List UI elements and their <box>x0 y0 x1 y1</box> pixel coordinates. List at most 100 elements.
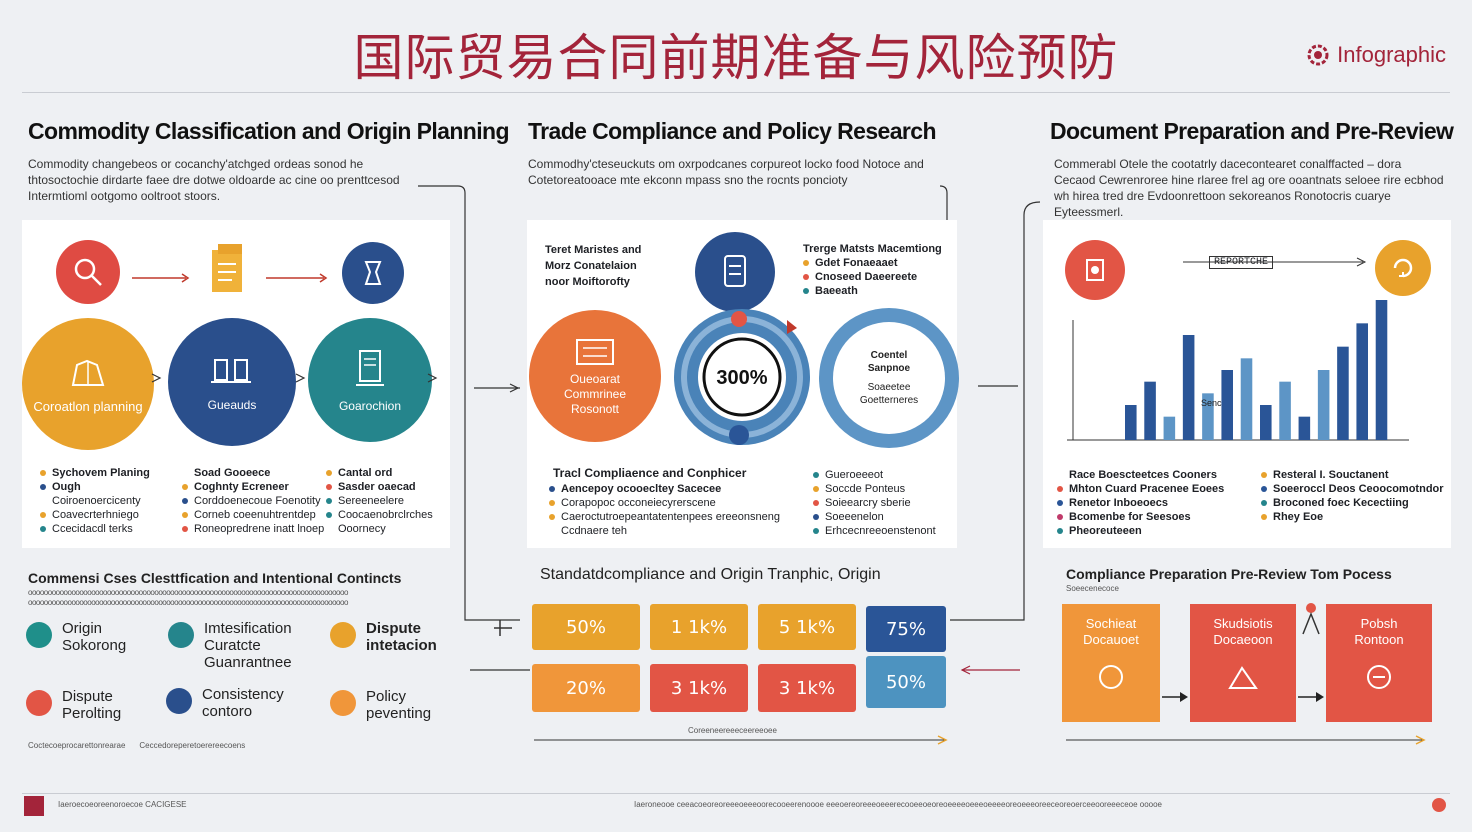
footer-divider <box>22 793 1450 794</box>
list-item: Soieearcry sberie <box>813 496 936 510</box>
inspection-icon <box>342 242 404 304</box>
bullet-group-guard: Soad Gooeece Coghnty Ecreneer Corddoenec… <box>182 466 324 536</box>
compliance-circle: Oueoarat Commrinee Rosonott <box>529 310 661 442</box>
list-item: Cnoseed Daeereete <box>803 270 942 284</box>
right-sub-caption: Soeecenecoce <box>1066 584 1119 593</box>
legend-dispute: Dispute intetacion <box>330 620 446 654</box>
list-item: Caeroctutroepeantatentenpees ereeonsneng <box>549 510 780 524</box>
list-item: Erhcecnreeoenstenont <box>813 524 936 538</box>
list-item: Bcomenbe for Seesoes <box>1057 510 1224 524</box>
middle-panel: Teret Maristes and Morz Conatelaion noor… <box>527 220 959 548</box>
brand-name: Infographic <box>1337 42 1446 67</box>
stat-box: 1 1k% <box>650 604 748 650</box>
list-item: Cantal ord <box>326 466 433 480</box>
guard-circle-label: Gueauds <box>207 398 257 412</box>
stat-box: 20% <box>532 664 640 712</box>
list-item: Soeeenelon <box>813 510 936 524</box>
guard-circle: Gueauds <box>168 318 296 446</box>
chart-bar <box>1221 370 1233 440</box>
left-sub-caption-2: oooooooooooooooooooooooooooooooooooooooo… <box>28 598 348 607</box>
list-item: Ccecidacdl terks <box>40 522 150 536</box>
chart-bar <box>1337 346 1349 440</box>
list-item: Gueroeeeot <box>813 468 936 482</box>
document-icon <box>1065 240 1125 300</box>
left-panel: Coroatlon planning Gueauds Goarochion Sy… <box>22 220 450 548</box>
list-item: Sasder oaecad <box>326 480 433 494</box>
chart-bar <box>1144 381 1156 440</box>
target-markets-block: Teret Maristes and Morz Conatelaion noor… <box>545 244 642 288</box>
stat-box: 3 1k% <box>650 664 748 712</box>
list-item: Mhton Cuard Pracenee Eoees <box>1057 482 1224 496</box>
arrow-icon <box>151 373 162 383</box>
chart-bar <box>1260 405 1272 440</box>
chart-bar <box>1202 393 1214 440</box>
left-sub-caption: oooooooooooooooooooooooooooooooooooooooo… <box>28 588 348 597</box>
guarantee-circle: Goarochion <box>308 318 432 442</box>
chart-bar <box>1375 300 1388 440</box>
refresh-icon <box>1375 240 1431 296</box>
arrow-icon <box>295 373 306 383</box>
bar-series <box>1125 300 1388 440</box>
legend-origin: Origin Sokorong <box>26 620 152 654</box>
process-step: Sochieat Docauoet <box>1062 604 1160 722</box>
compliance-bullet-title: Tracl Compliaence and Conphicer <box>553 466 747 480</box>
arrow-icon <box>1298 692 1324 702</box>
process-step: Pobsh Rontoon <box>1326 604 1432 722</box>
right-bullets-right: Resteral I. Souctanent Soeeroccl Deos Ce… <box>1261 468 1444 524</box>
list-item: Resteral I. Souctanent <box>1261 468 1444 482</box>
right-bullets-left: Race Boescteetces Cooners Mhton Cuard Pr… <box>1057 468 1224 538</box>
dispute-reporting-icon <box>26 690 52 716</box>
planning-circle-label: Coroatlon planning <box>33 398 143 414</box>
bar-chart: Senc <box>1067 257 1409 441</box>
bullet-group-guarantee: Cantal ord Sasder oaecad Sereeneelere Co… <box>326 466 433 536</box>
middle-sub-title: Standatdcompliance and Origin Tranphic, … <box>540 566 881 583</box>
chart-bar <box>1298 416 1311 440</box>
target-markets-list: Trerge Matsts Macemtiong Gdet Fonaeaaet … <box>803 243 942 298</box>
chart-bar <box>1240 358 1253 440</box>
list-item: Pheoreuteeen <box>1057 524 1224 538</box>
chart-bar <box>1182 335 1195 440</box>
chart-bar <box>1317 370 1330 440</box>
stat-box: 3 1k% <box>758 664 856 712</box>
compliance-bullets-right: Gueroeeeot Soccde Ponteus Soieearcry sbe… <box>813 468 936 538</box>
process-step: Skudsiotis Docaeoon <box>1190 604 1296 722</box>
footer-icon <box>1432 798 1446 812</box>
header-divider <box>22 92 1450 93</box>
list-item: Baeeath <box>803 284 942 298</box>
list-item: Corneb coeenuhtrentdep <box>182 508 324 522</box>
legend-policy: Policy peventing <box>330 688 456 722</box>
arrow-icon <box>266 273 328 283</box>
legend-identification: Imtesification Curatcte Guanrantnee <box>168 620 314 671</box>
progress-ring: 300% <box>674 309 810 445</box>
chart-bar <box>1125 405 1137 440</box>
list-item: Gdet Fonaeaaet <box>803 256 942 270</box>
chart-bar <box>1163 416 1176 440</box>
left-sub-title: Commensi Cses Clesttfication and Intenti… <box>28 570 402 586</box>
legend-consistency: Consistency contoro <box>166 686 312 720</box>
middle-axis-caption: Coreeneereeeceereeoee <box>688 726 777 735</box>
list-item: Ough <box>40 480 150 494</box>
document-icon <box>208 242 248 296</box>
percentage-value: 300% <box>716 367 767 389</box>
identification-icon <box>168 622 194 648</box>
footer-logo <box>24 796 44 816</box>
research-icon <box>695 232 775 312</box>
list-item: Coocaenobrclrches <box>326 508 433 522</box>
stat-box: 50% <box>866 656 946 708</box>
list-item: Coiroenoercicenty <box>40 494 150 508</box>
compliance-bullets-left: Aencepoy ocooecltey Sacecee Corapopoc oc… <box>549 482 780 538</box>
list-item: Coghnty Ecreneer <box>182 480 324 494</box>
left-column-description: Commodity changebeos or cocanchy'atchged… <box>28 157 400 203</box>
middle-column-description: Commodhy'cteseuckuts om oxrpodcanes corp… <box>528 157 924 187</box>
list-item: Rhey Eoe <box>1261 510 1444 524</box>
list-item: Roneopredrene inatt lnoep <box>182 522 324 536</box>
chart-bar <box>1279 381 1291 440</box>
pin-icon <box>787 320 797 334</box>
arrow-icon <box>1162 692 1188 702</box>
page-title: 国际贸易合同前期准备与风险预防 <box>353 29 1119 87</box>
dispute-icon <box>330 622 356 648</box>
search-icon <box>56 240 120 304</box>
list-item: Soccde Ponteus <box>813 482 936 496</box>
signature-icon <box>1228 666 1258 689</box>
